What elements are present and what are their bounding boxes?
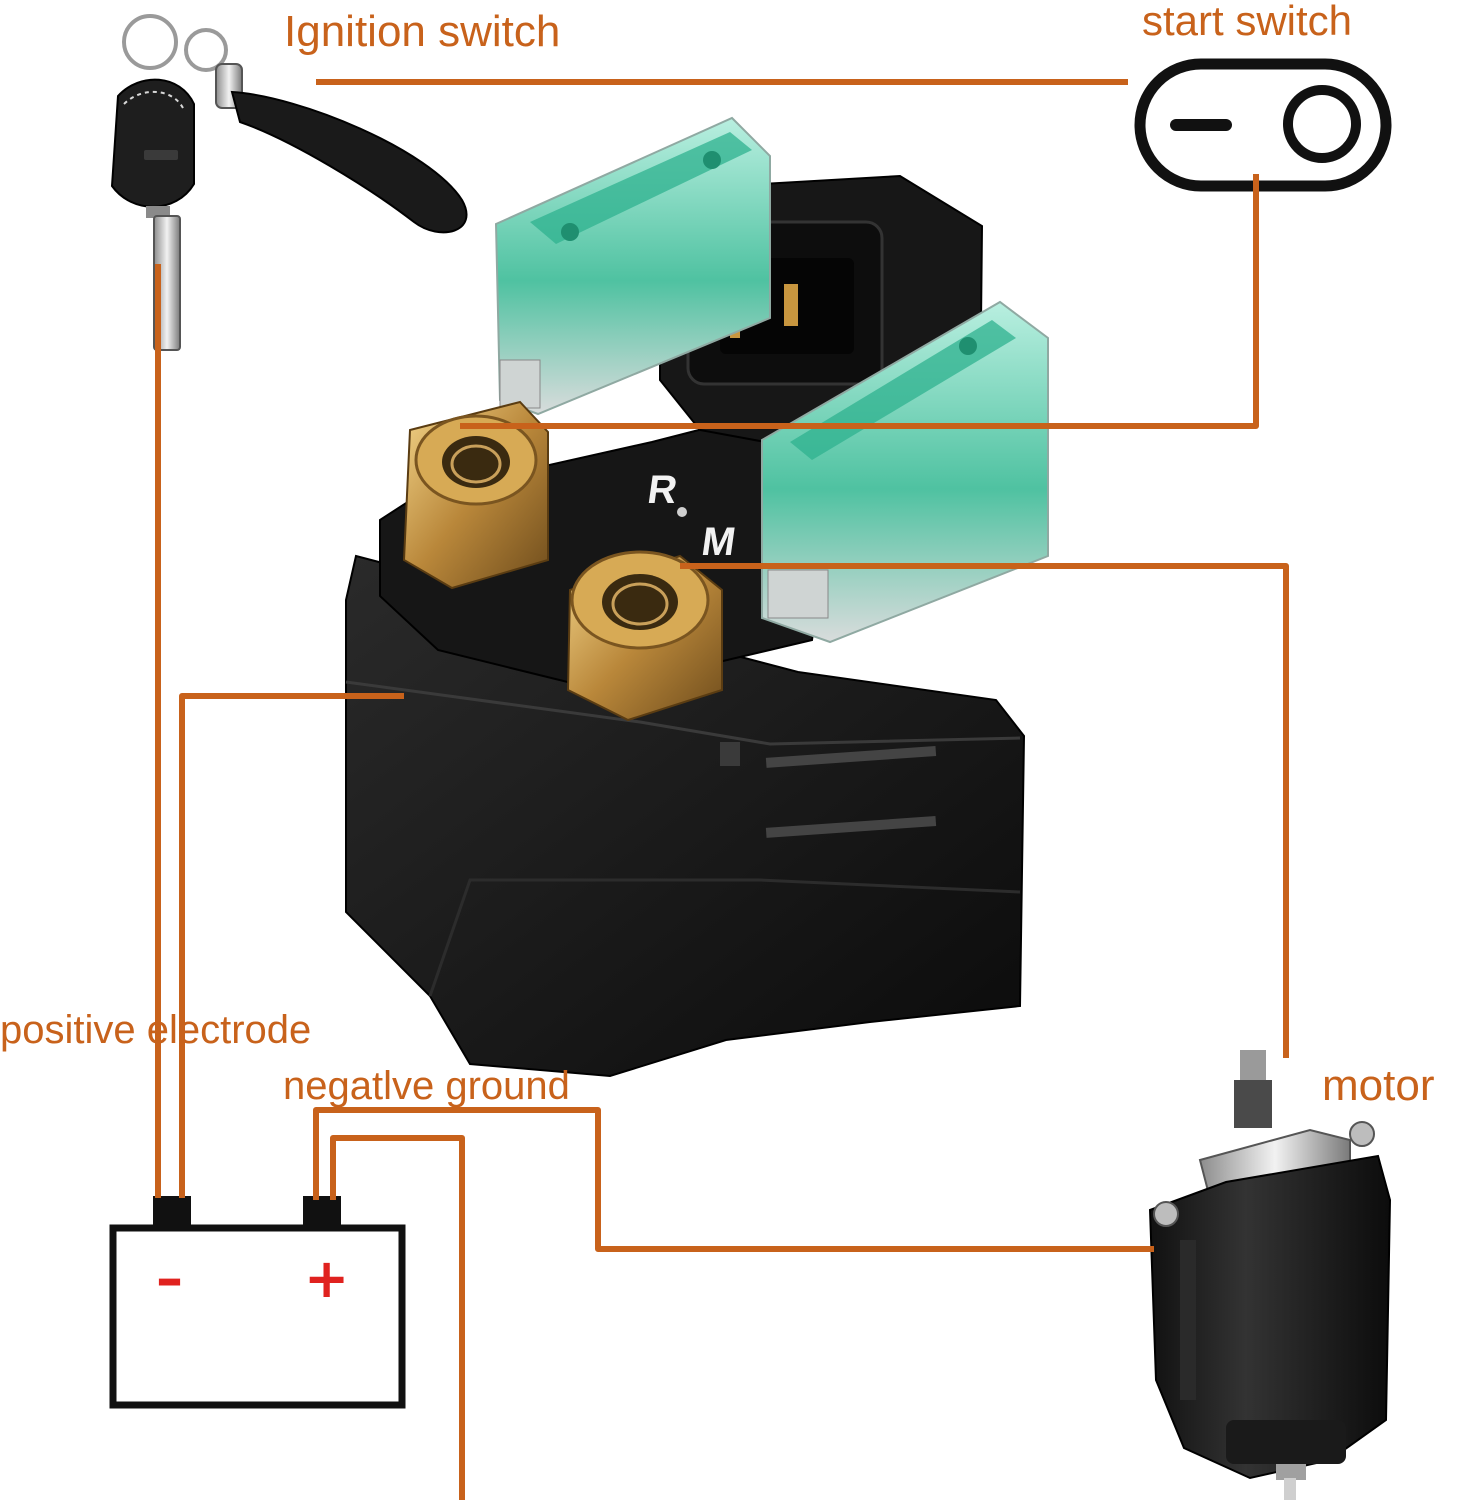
ignition-switch-label: Ignition switch (284, 7, 561, 56)
negative-ground-label: negatlve ground (283, 1064, 570, 1108)
positive-electrode-label: positive electrode (0, 1008, 312, 1052)
ignition-key-icon (110, 14, 468, 351)
terminal-r (402, 400, 549, 590)
wire-battery-positive-down (330, 1135, 465, 1500)
relay-terminal-m-label: M (698, 520, 739, 564)
relay-terminal-r-label: R (644, 468, 680, 512)
wire-relay-to-battery (179, 693, 404, 1198)
wire-start-switch-to-relay (460, 174, 1259, 429)
wires (155, 79, 1289, 1500)
fuse-left (494, 116, 771, 416)
wire-relay-m-to-motor (680, 563, 1289, 1058)
starter-motor-icon (1148, 1050, 1392, 1500)
battery-icon (109, 1196, 406, 1409)
battery-minus-sign: – (156, 1247, 183, 1310)
starter-relay-icon (345, 116, 1049, 1078)
start-switch-label: start switch (1142, 0, 1353, 44)
motor-label: motor (1322, 1061, 1435, 1110)
wire-battery-positive-to-motor (313, 1107, 1154, 1252)
terminal-m (566, 550, 723, 722)
battery-plus-sign: + (304, 1247, 350, 1310)
start-switch-icon (1134, 58, 1392, 192)
